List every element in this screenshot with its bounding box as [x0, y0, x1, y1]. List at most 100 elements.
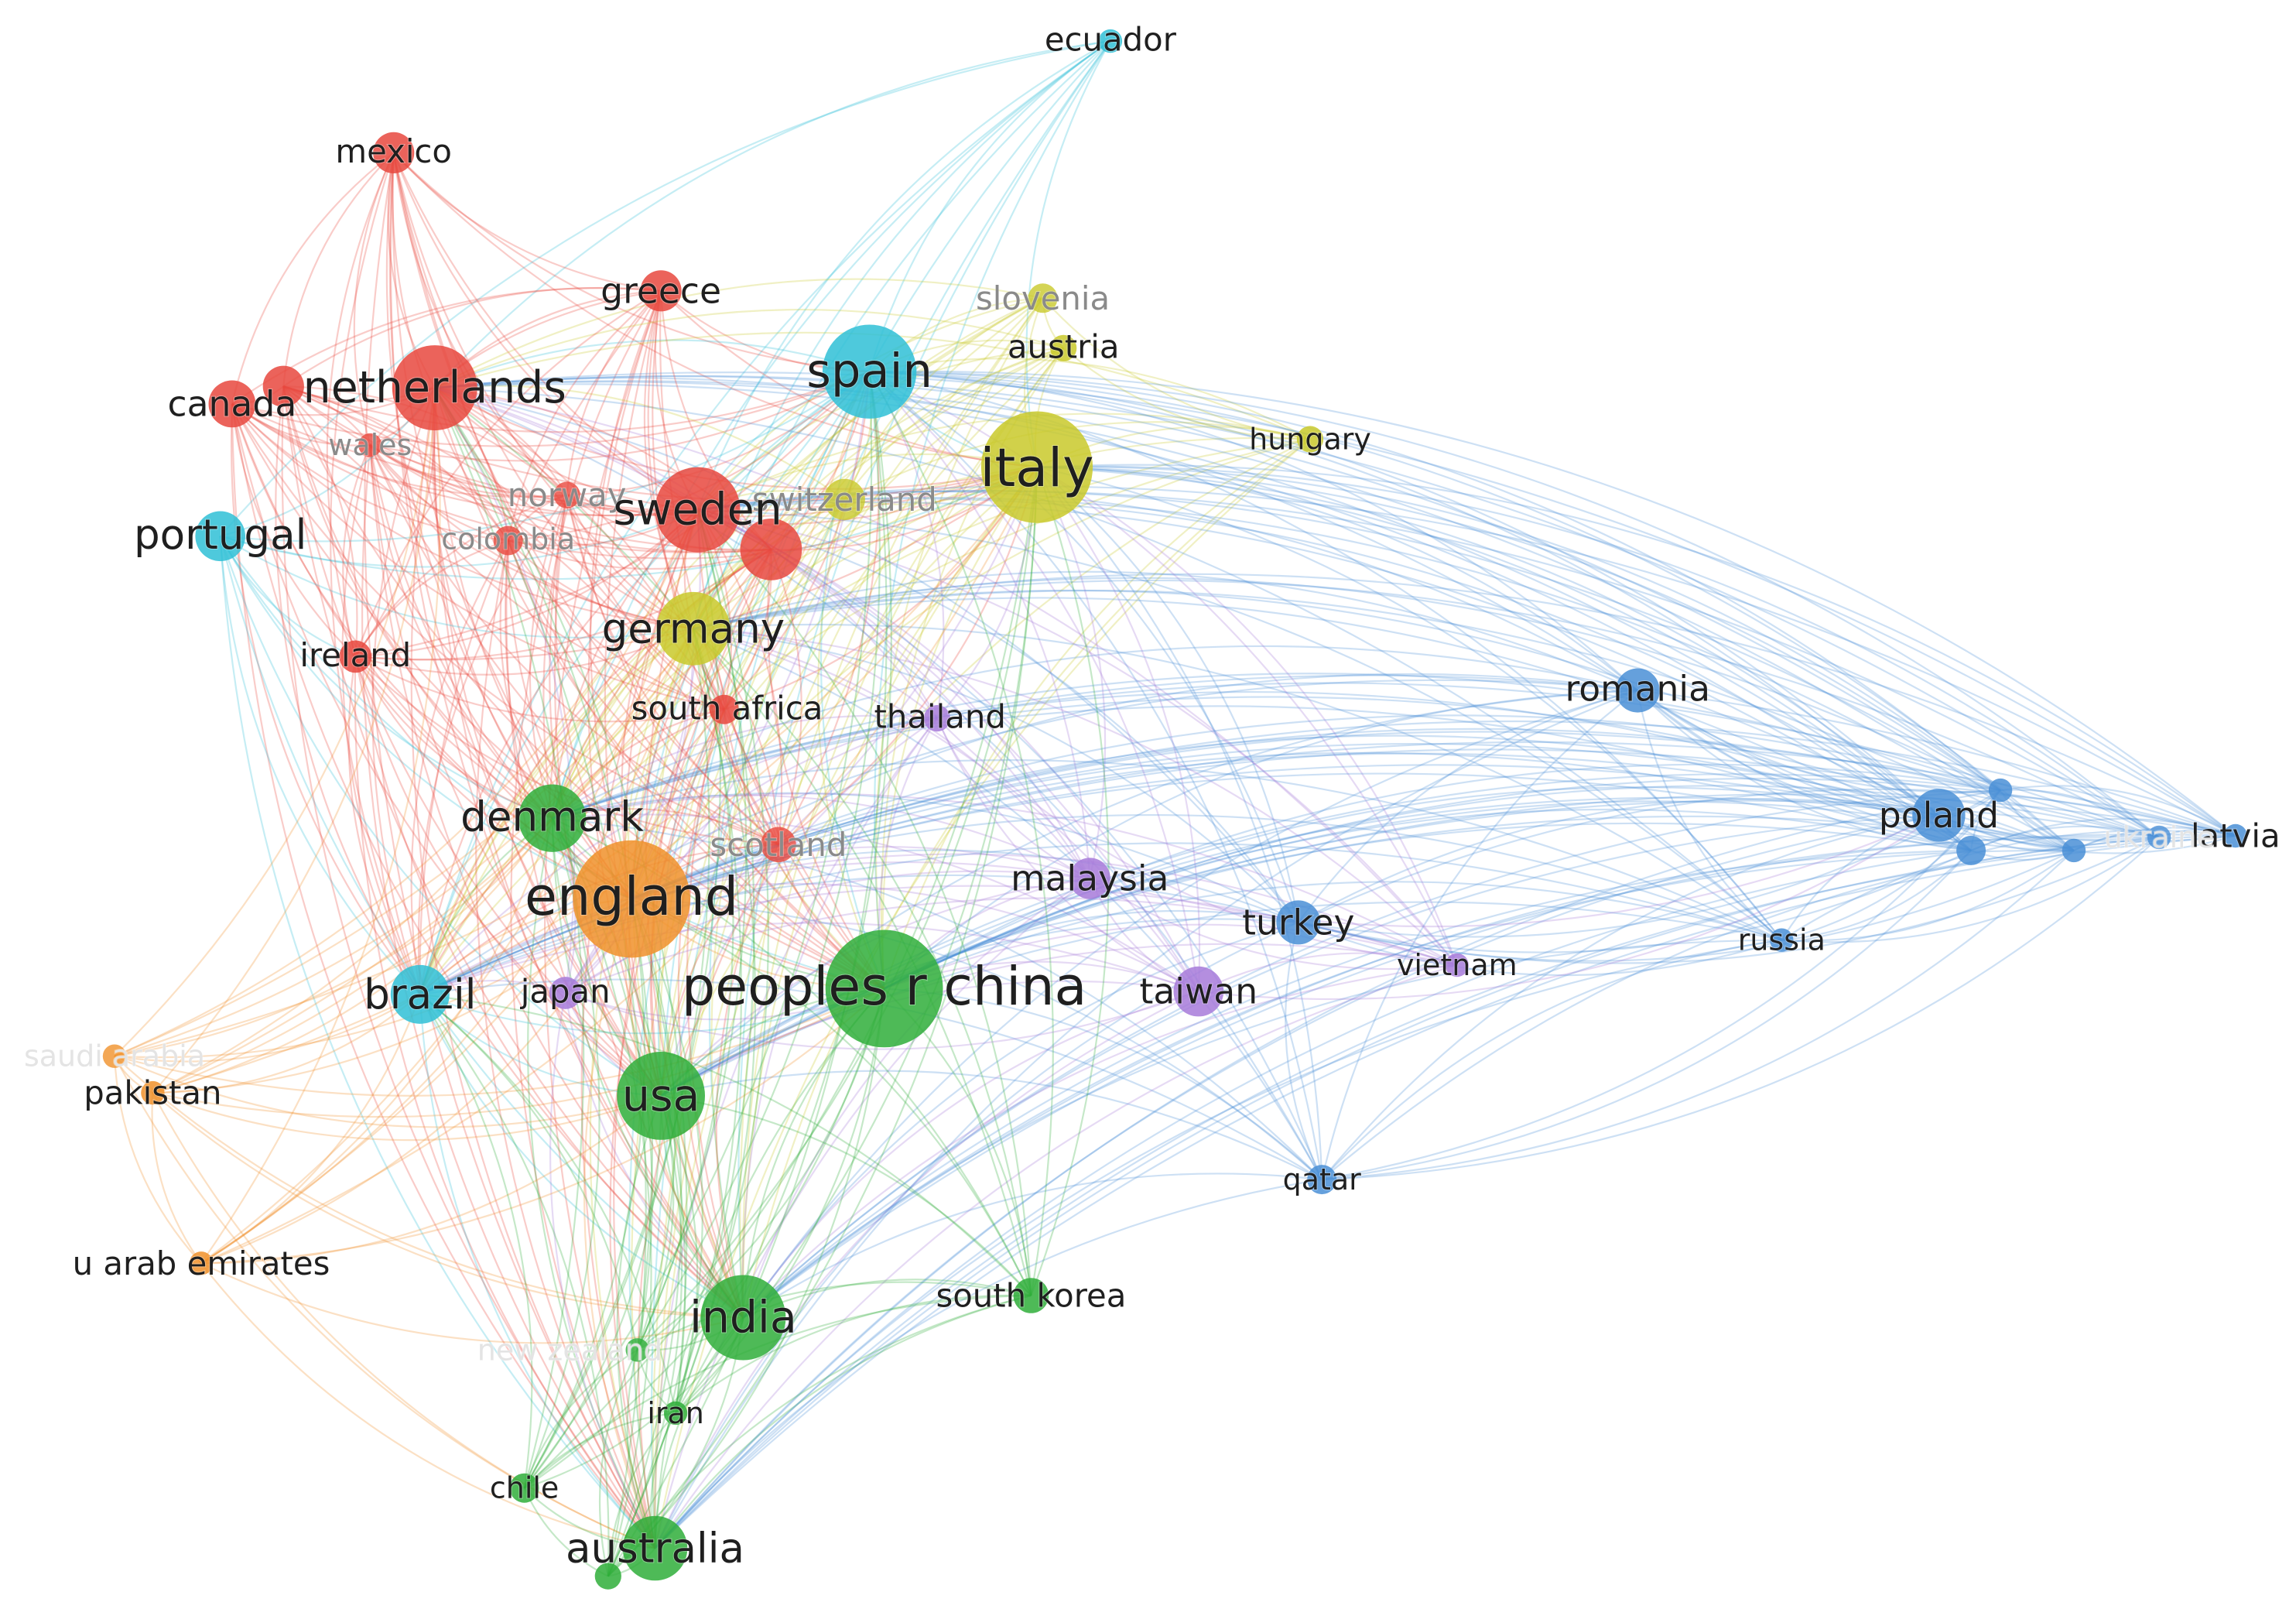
node-italy[interactable]	[980, 411, 1093, 523]
link-u_arab_emirates-india	[200, 1262, 744, 1344]
node-nigeria[interactable]	[594, 1563, 621, 1590]
link-latvia-estonia	[1970, 817, 2236, 851]
link-wales-sweden	[369, 444, 698, 517]
node-netherlands[interactable]	[392, 345, 477, 431]
node-south-africa[interactable]	[709, 694, 739, 724]
node-finland[interactable]	[740, 519, 802, 580]
node-switzerland[interactable]	[823, 478, 865, 520]
link-malaysia-vietnam	[1089, 878, 1457, 971]
node-ireland[interactable]	[339, 640, 372, 673]
node-canada[interactable]	[208, 380, 256, 428]
link-iran-nigeria	[607, 1412, 676, 1576]
node-scotland[interactable]	[761, 827, 796, 863]
link-vietnam-netherlands	[434, 387, 1458, 966]
node-usa[interactable]	[617, 1052, 705, 1140]
label-denmark: denmark	[460, 793, 644, 840]
link-saudi_arabia-england	[114, 898, 632, 1059]
link-switzerland-australia	[631, 498, 846, 1549]
node-latvia[interactable]	[2223, 823, 2247, 848]
link-south_korea-germany	[693, 628, 1032, 1296]
link-russia-ukraine	[1781, 836, 2160, 943]
link-malaysia-india	[742, 878, 1090, 1318]
node-qatar[interactable]	[1307, 1165, 1337, 1195]
node-austria[interactable]	[1050, 334, 1077, 361]
node-ecuador[interactable]	[1098, 29, 1123, 53]
link-ecuador-sweden	[696, 40, 1111, 511]
link-scotland-netherlands	[434, 387, 779, 845]
node-u-arab-emirates[interactable]	[189, 1251, 214, 1275]
node-turkey[interactable]	[1276, 900, 1321, 945]
link-wales-denmark	[369, 444, 553, 819]
link-turkey-germany	[693, 628, 1299, 923]
link-greece-ireland	[354, 289, 662, 657]
node-norway[interactable]	[553, 481, 580, 508]
label-italy: italy	[980, 438, 1094, 499]
node-russia[interactable]	[1770, 928, 1794, 952]
node-wales[interactable]	[358, 433, 382, 457]
node-chile[interactable]	[509, 1473, 539, 1503]
link-taiwan-netherlands	[434, 387, 1199, 992]
node-estonia[interactable]	[1956, 835, 1986, 865]
node-portugal[interactable]	[195, 511, 245, 562]
node-thailand[interactable]	[923, 705, 950, 732]
node-taiwan[interactable]	[1173, 966, 1224, 1017]
link-malaysia-australia	[654, 878, 1090, 1549]
link-canada-denmark	[231, 403, 553, 820]
node-india[interactable]	[700, 1275, 786, 1361]
link-south_africa-spain	[723, 371, 871, 710]
node-sweden[interactable]	[655, 467, 741, 553]
node-england[interactable]	[573, 840, 690, 958]
link-belgium-brazil	[275, 386, 421, 995]
link-qatar-usa	[660, 1070, 1323, 1181]
label-u-arab-emirates: u arab emirates	[73, 1244, 330, 1282]
link-greece-colombia	[507, 289, 662, 541]
label-portugal: portugal	[134, 511, 306, 559]
link-taiwan-brazil	[419, 922, 1199, 995]
link-scotland-india	[715, 844, 779, 1318]
node-poland[interactable]	[1912, 789, 1966, 842]
node-hungary[interactable]	[1296, 426, 1324, 453]
node-new-zealand[interactable]	[625, 1338, 649, 1362]
link-pakistan-brazil	[152, 994, 421, 1094]
node-germany[interactable]	[656, 591, 731, 666]
label-ukraine: ukraine	[2104, 820, 2215, 854]
link-colombia-finland	[508, 539, 772, 570]
node-spain[interactable]	[822, 324, 917, 419]
link-turkey-usa	[660, 918, 1299, 1097]
node-lithuania[interactable]	[1988, 778, 2013, 803]
node-colombia[interactable]	[493, 525, 523, 556]
node-greece[interactable]	[640, 270, 682, 312]
node-peoples-r-china[interactable]	[825, 929, 943, 1048]
node-denmark[interactable]	[518, 784, 587, 852]
link-hungary-usa	[660, 438, 1311, 1097]
link-malaysia-brazil	[419, 861, 1090, 995]
node-ukraine[interactable]	[2147, 825, 2171, 850]
node-pakistan[interactable]	[141, 1080, 165, 1105]
link-ukraine-germany	[693, 579, 2160, 838]
node-south-korea[interactable]	[1013, 1278, 1049, 1313]
link-norway-scotland	[566, 495, 779, 846]
link-taiwan-australia	[654, 991, 1199, 1549]
node-czech[interactable]	[2062, 838, 2086, 863]
link-czech-england	[631, 743, 2075, 900]
node-iran[interactable]	[663, 1401, 688, 1426]
node-vietnam[interactable]	[1445, 953, 1470, 977]
node-brazil[interactable]	[390, 964, 450, 1024]
node-mexico[interactable]	[373, 132, 415, 173]
link-qatar-netherlands	[434, 387, 1323, 1180]
link-russia-england	[631, 813, 1782, 941]
link-turkey-spain	[869, 371, 1299, 923]
link-belgium-australia	[281, 386, 656, 1549]
node-belgium[interactable]	[262, 365, 304, 407]
node-japan[interactable]	[549, 977, 582, 1009]
node-slovenia[interactable]	[1028, 283, 1058, 313]
link-hungary-sweden	[697, 413, 1311, 511]
node-romania[interactable]	[1615, 668, 1660, 713]
link-pakistan-sweden	[152, 509, 699, 1094]
link-qatar-spain	[868, 371, 1323, 1180]
link-chile-sweden	[523, 509, 721, 1489]
node-malaysia[interactable]	[1069, 858, 1110, 899]
link-russia-netherlands	[434, 387, 1783, 941]
node-saudi-arabia[interactable]	[102, 1044, 127, 1068]
node-australia[interactable]	[622, 1515, 688, 1581]
